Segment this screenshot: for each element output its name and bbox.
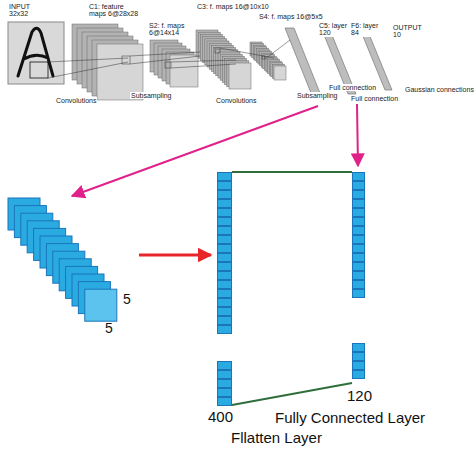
neuron-cell bbox=[353, 290, 365, 298]
neuron-cell bbox=[218, 209, 232, 217]
annotation-label: Full connection bbox=[328, 84, 377, 91]
neuron-cell bbox=[218, 398, 232, 406]
neuron-cell bbox=[218, 245, 232, 253]
neuron-cell bbox=[218, 236, 232, 244]
annotation-label: C3: f. maps 16@10x10 bbox=[196, 3, 270, 10]
feature-map bbox=[170, 55, 198, 87]
annotation-label: C5: layer 120 bbox=[318, 22, 352, 37]
layer-title: Fully Connected Layer bbox=[275, 410, 425, 427]
neuron-cell bbox=[353, 236, 365, 244]
feature-map-stack: 55 bbox=[5, 195, 125, 340]
annotation-label: S2: f. maps 6@14x14 bbox=[148, 22, 190, 37]
feature-map bbox=[229, 63, 251, 89]
neuron-cell bbox=[218, 254, 232, 262]
neuron-cell bbox=[218, 281, 232, 289]
c5-band bbox=[285, 28, 322, 98]
annotation-label: Convolutions bbox=[55, 97, 97, 104]
neuron-cell bbox=[218, 389, 232, 397]
size-number: 400 bbox=[208, 409, 233, 426]
annotation-label: Subsampling bbox=[130, 92, 172, 99]
neuron-column bbox=[352, 172, 365, 383]
layer-title: Fllatten Layer bbox=[231, 430, 322, 447]
annotation-label: F6: layer 84 bbox=[350, 22, 384, 37]
neuron-cell bbox=[353, 173, 365, 181]
neuron-cell bbox=[353, 344, 365, 352]
projection-lines bbox=[48, 40, 290, 78]
receptive-field bbox=[30, 62, 48, 78]
neuron-cell bbox=[218, 380, 232, 388]
neuron-cell bbox=[218, 317, 232, 325]
annotation-label: INPUT 32x32 bbox=[8, 3, 38, 18]
neuron-cell bbox=[218, 308, 232, 316]
neuron-cell bbox=[218, 227, 232, 235]
annotation-label: OUTPUT 10 bbox=[392, 24, 424, 39]
feature-map bbox=[274, 66, 286, 80]
output-band bbox=[362, 34, 392, 90]
neuron-cell bbox=[218, 326, 232, 334]
callout-arrow bbox=[72, 106, 318, 196]
neuron-cell bbox=[353, 209, 365, 217]
neuron-cell bbox=[218, 263, 232, 271]
neuron-cell bbox=[353, 371, 365, 379]
neuron-cell bbox=[353, 353, 365, 361]
flatten-layer: 400Fllatten Layer bbox=[217, 172, 232, 405]
annotation-label: Full connection bbox=[350, 95, 399, 102]
size-number: 5 bbox=[123, 292, 131, 307]
connection-line bbox=[232, 383, 352, 405]
fully-connected-layer: 120Fully Connected Layer bbox=[352, 172, 365, 383]
size-number: 5 bbox=[105, 321, 113, 336]
neuron-cell bbox=[218, 362, 232, 370]
neuron-cell bbox=[218, 200, 232, 208]
neuron-cell bbox=[353, 272, 365, 280]
neuron-cell bbox=[353, 263, 365, 271]
flow-arrow bbox=[139, 254, 211, 257]
neuron-cell bbox=[218, 191, 232, 199]
connection-line bbox=[232, 171, 352, 173]
neuron-cell bbox=[218, 218, 232, 226]
neuron-cell bbox=[353, 218, 365, 226]
neuron-cell bbox=[218, 290, 232, 298]
neuron-cell bbox=[353, 227, 365, 235]
neuron-cell bbox=[353, 362, 365, 370]
neuron-cell bbox=[353, 182, 365, 190]
neuron-cell bbox=[353, 191, 365, 199]
annotation-label: Convolutions bbox=[215, 97, 257, 104]
size-number: 120 bbox=[347, 388, 372, 405]
map-stack-shape bbox=[5, 195, 125, 340]
annotation-label: S4: f. maps 16@5x5 bbox=[258, 13, 324, 20]
neuron-cell bbox=[353, 281, 365, 289]
annotation-label: Subsampling bbox=[296, 92, 338, 99]
neuron-cell bbox=[218, 173, 232, 181]
annotation-label: Gaussian connections bbox=[404, 86, 474, 93]
neuron-cell bbox=[218, 299, 232, 307]
annotation-label: C1: feature maps 6@28x28 bbox=[88, 3, 140, 18]
neuron-cell bbox=[218, 371, 232, 379]
neuron-cell bbox=[218, 182, 232, 190]
neuron-cell bbox=[353, 245, 365, 253]
neuron-cell bbox=[218, 272, 232, 280]
input-image bbox=[8, 22, 64, 84]
callout-arrow bbox=[357, 104, 358, 166]
feature-map-square bbox=[85, 289, 117, 321]
neuron-column bbox=[217, 172, 232, 405]
neuron-cell bbox=[353, 200, 365, 208]
neuron-cell bbox=[353, 254, 365, 262]
